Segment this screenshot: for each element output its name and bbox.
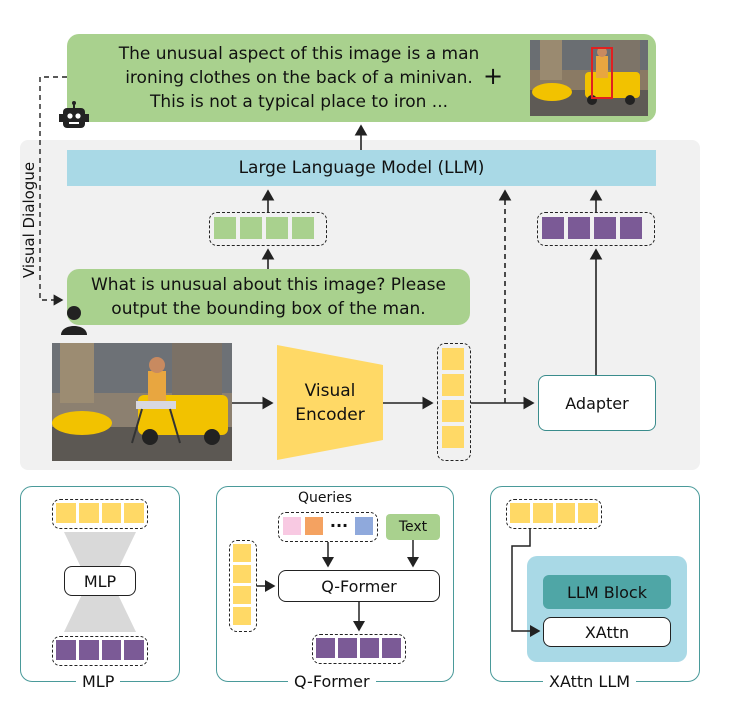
- query-token: [283, 517, 301, 535]
- visual-token: [442, 374, 464, 396]
- qformer-box: Q-Former: [278, 570, 440, 602]
- mlp-input-token: [78, 503, 99, 523]
- llm-bar: Large Language Model (LLM): [67, 150, 656, 186]
- llm-block-label: LLM Block: [567, 582, 647, 602]
- mlp-input-token: [124, 503, 144, 523]
- question-line-2: output the bounding box of the man.: [111, 299, 426, 319]
- xattn-box-label: XAttn: [584, 622, 630, 642]
- adapter-box: Adapter: [538, 375, 656, 431]
- plus-sign: +: [483, 62, 504, 90]
- text-token: [214, 217, 236, 239]
- xattn-input-token: [510, 503, 530, 523]
- llm-label: Large Language Model (LLM): [238, 158, 485, 178]
- response-line-2: ironing clothes on the back of a minivan…: [125, 68, 473, 88]
- llm-block: LLM Block: [543, 575, 671, 609]
- mlp-output-token: [101, 640, 122, 660]
- qformer-output-token: [382, 638, 401, 658]
- mlp-panel-title: MLP: [76, 672, 121, 691]
- adapter-label: Adapter: [565, 393, 629, 413]
- mlp-output-tokens: [52, 636, 148, 666]
- qformer-output-token: [316, 638, 335, 658]
- encoder-label-1: Visual: [304, 381, 356, 401]
- adapted-visual-token-group: [537, 212, 655, 246]
- qformer-box-label: Q-Former: [321, 576, 397, 596]
- adapted-token: [620, 217, 642, 239]
- response-line-3: This is not a typical place to iron ...: [149, 92, 449, 112]
- text-token: [292, 217, 314, 239]
- adapted-token: [568, 217, 590, 239]
- qformer-output-tokens: [312, 634, 406, 664]
- query-token-group: ···: [278, 512, 378, 542]
- mlp-input-tokens: [52, 499, 148, 529]
- queries-label: Queries: [298, 490, 353, 506]
- qformer-visual-token: [233, 586, 251, 604]
- text-token-group: [209, 212, 327, 246]
- mlp-output-token: [56, 640, 76, 660]
- qformer-panel-title: Q-Former: [288, 672, 376, 691]
- question-line-1: What is unusual about this image? Please: [91, 275, 446, 295]
- response-line-1: The unusual aspect of this image is a ma…: [118, 44, 480, 64]
- qformer-output-token: [338, 638, 357, 658]
- mlp-output-token: [78, 640, 99, 660]
- visual-token: [442, 348, 464, 370]
- text-token: [240, 217, 262, 239]
- qformer-output-token: [360, 638, 379, 658]
- mlp-box-label: MLP: [83, 571, 117, 591]
- adapted-token: [594, 217, 616, 239]
- qformer-visual-token: [233, 607, 251, 625]
- input-image: [52, 343, 232, 461]
- qformer-visual-token: [233, 565, 251, 583]
- query-token: [305, 517, 323, 535]
- robot-icon: [58, 100, 90, 132]
- visual-token: [442, 400, 464, 422]
- query-ellipsis: ···: [329, 516, 349, 535]
- visual-token: [442, 426, 464, 448]
- encoder-label-2: Encoder: [295, 405, 365, 425]
- text-input-chip: Text: [386, 514, 440, 540]
- xattn-input-tokens: [506, 499, 602, 529]
- xattn-input-token: [555, 503, 576, 523]
- text-chip-label: Text: [398, 519, 428, 535]
- visual-encoder: Visual Encoder: [277, 345, 383, 460]
- output-image-with-bbox: [530, 40, 648, 116]
- query-token: [355, 517, 373, 535]
- visual-token-group: [437, 343, 471, 461]
- mlp-input-token: [101, 503, 122, 523]
- xattn-box: XAttn: [543, 617, 671, 647]
- question-bubble: What is unusual about this image? Please…: [67, 269, 470, 325]
- adapted-token: [542, 217, 564, 239]
- qformer-visual-tokens: [229, 540, 257, 632]
- text-token: [266, 217, 288, 239]
- mlp-input-token: [56, 503, 76, 523]
- xattn-input-token: [578, 503, 598, 523]
- mlp-box: MLP: [64, 566, 136, 596]
- qformer-visual-token: [233, 544, 251, 562]
- xattn-panel-title: XAttn LLM: [543, 672, 637, 691]
- mlp-output-token: [124, 640, 144, 660]
- user-icon: [58, 303, 90, 335]
- xattn-input-token: [532, 503, 553, 523]
